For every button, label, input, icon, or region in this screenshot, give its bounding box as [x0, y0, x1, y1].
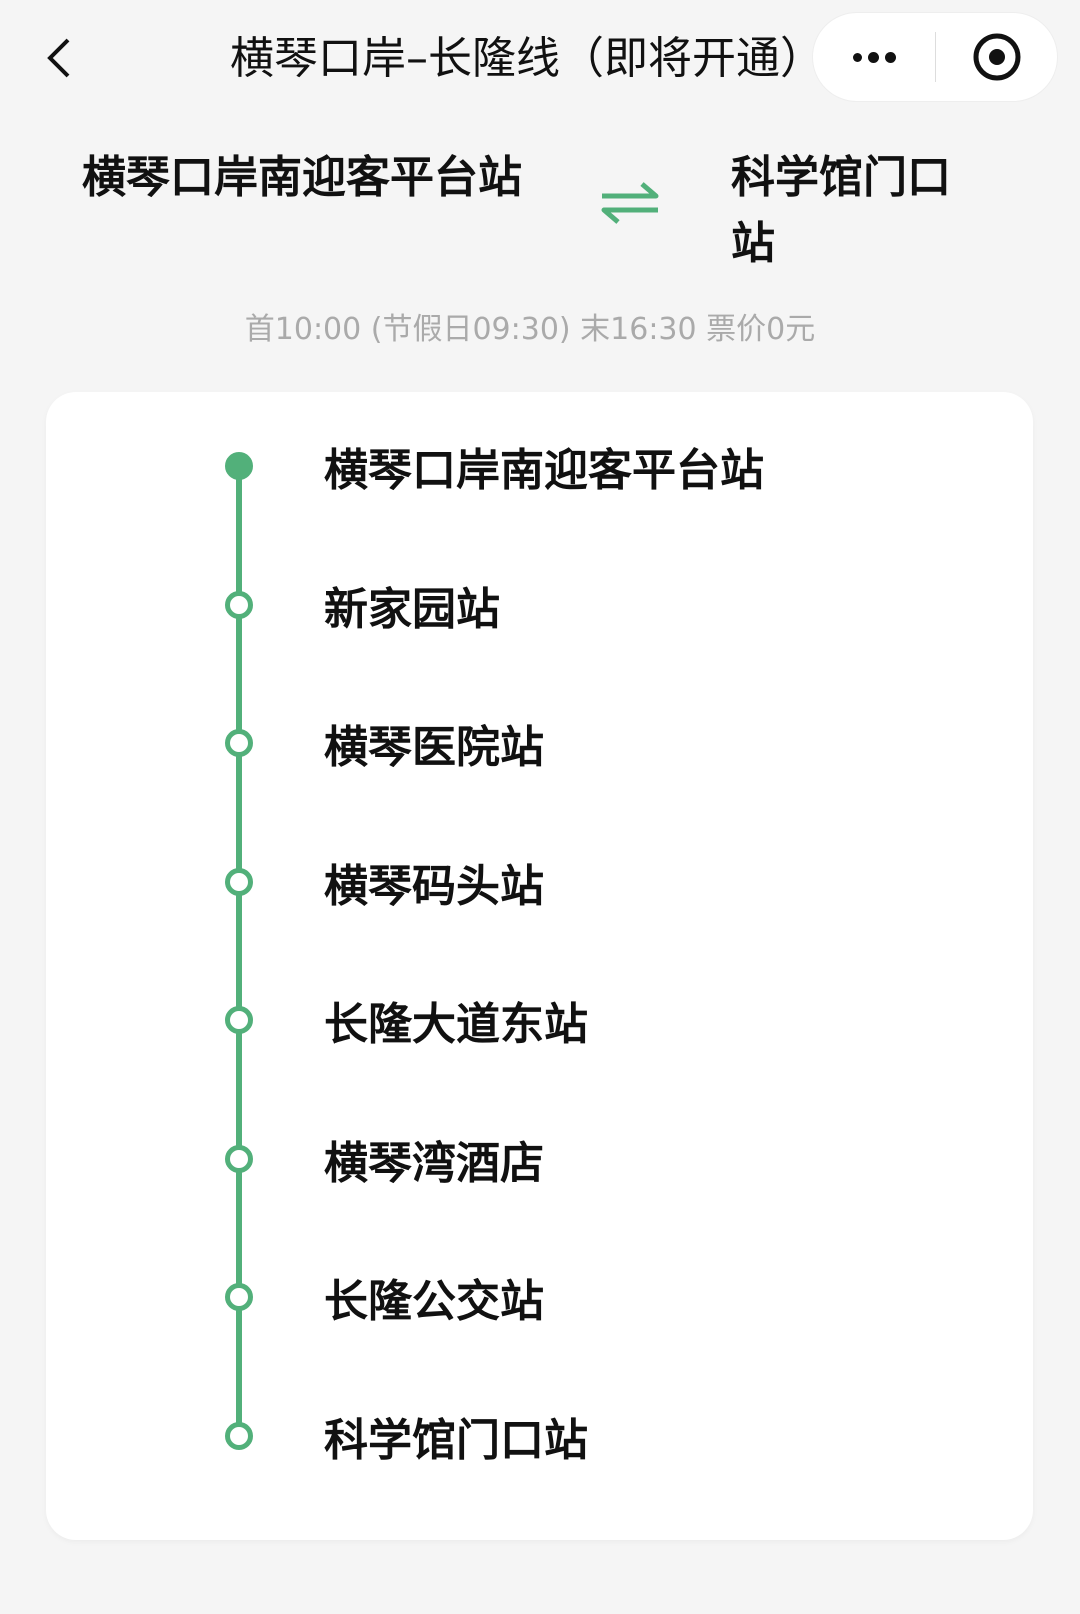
swap-arrows-icon [601, 182, 659, 224]
station-item[interactable]: 长隆大道东站 [46, 980, 1033, 1060]
station-item[interactable]: 科学馆门口站 [46, 1396, 1033, 1476]
station-item[interactable]: 横琴湾酒店 [46, 1119, 1033, 1199]
origin-station: 横琴口岸南迎客平台站 [82, 152, 522, 203]
station-name[interactable]: 横琴口岸南迎客平台站 [324, 445, 764, 496]
more-button[interactable] [813, 13, 935, 101]
station-name[interactable]: 长隆公交站 [324, 1276, 544, 1327]
close-button[interactable] [936, 13, 1057, 101]
station-dot-icon [225, 729, 253, 757]
station-list: 横琴口岸南迎客平台站新家园站横琴医院站横琴码头站长隆大道东站横琴湾酒店长隆公交站… [46, 392, 1033, 1540]
schedule-info: 首10:00 (节假日09:30) 末16:30 票价0元 [244, 312, 816, 347]
swap-direction-button[interactable] [598, 178, 662, 228]
station-item[interactable]: 横琴码头站 [46, 842, 1033, 922]
station-item[interactable]: 新家园站 [46, 565, 1033, 645]
dot-icon [884, 51, 896, 63]
dot-icon [852, 52, 862, 62]
destination-station: 科学馆门口站 [731, 152, 951, 269]
station-dot-icon [225, 590, 253, 619]
station-name[interactable]: 横琴湾酒店 [324, 1137, 544, 1189]
station-name[interactable]: 横琴医院站 [324, 722, 544, 773]
station-dot-icon [225, 867, 253, 896]
mini-program-capsule [812, 12, 1058, 102]
station-item[interactable]: 长隆公交站 [46, 1257, 1033, 1337]
station-name[interactable]: 科学馆门口站 [324, 1414, 588, 1466]
station-dot-icon [225, 1144, 253, 1173]
station-dot-icon [225, 1006, 253, 1034]
page-title: 横琴口岸–长隆线（即将开通） [230, 33, 824, 84]
station-item[interactable]: 横琴医院站 [46, 703, 1033, 783]
station-dot-icon [225, 1421, 253, 1450]
station-dot-icon [225, 1283, 253, 1311]
chevron-left-icon [47, 38, 70, 78]
route-line [236, 460, 242, 1435]
station-name[interactable]: 横琴码头站 [324, 860, 544, 912]
divider [935, 32, 936, 82]
dot-icon [867, 51, 879, 63]
station-item[interactable]: 横琴口岸南迎客平台站 [46, 426, 1033, 506]
station-name[interactable]: 长隆大道东站 [324, 999, 588, 1050]
station-name[interactable]: 新家园站 [324, 583, 500, 635]
station-dot-icon [225, 452, 253, 480]
target-icon [973, 33, 1020, 81]
back-button[interactable] [40, 30, 80, 86]
